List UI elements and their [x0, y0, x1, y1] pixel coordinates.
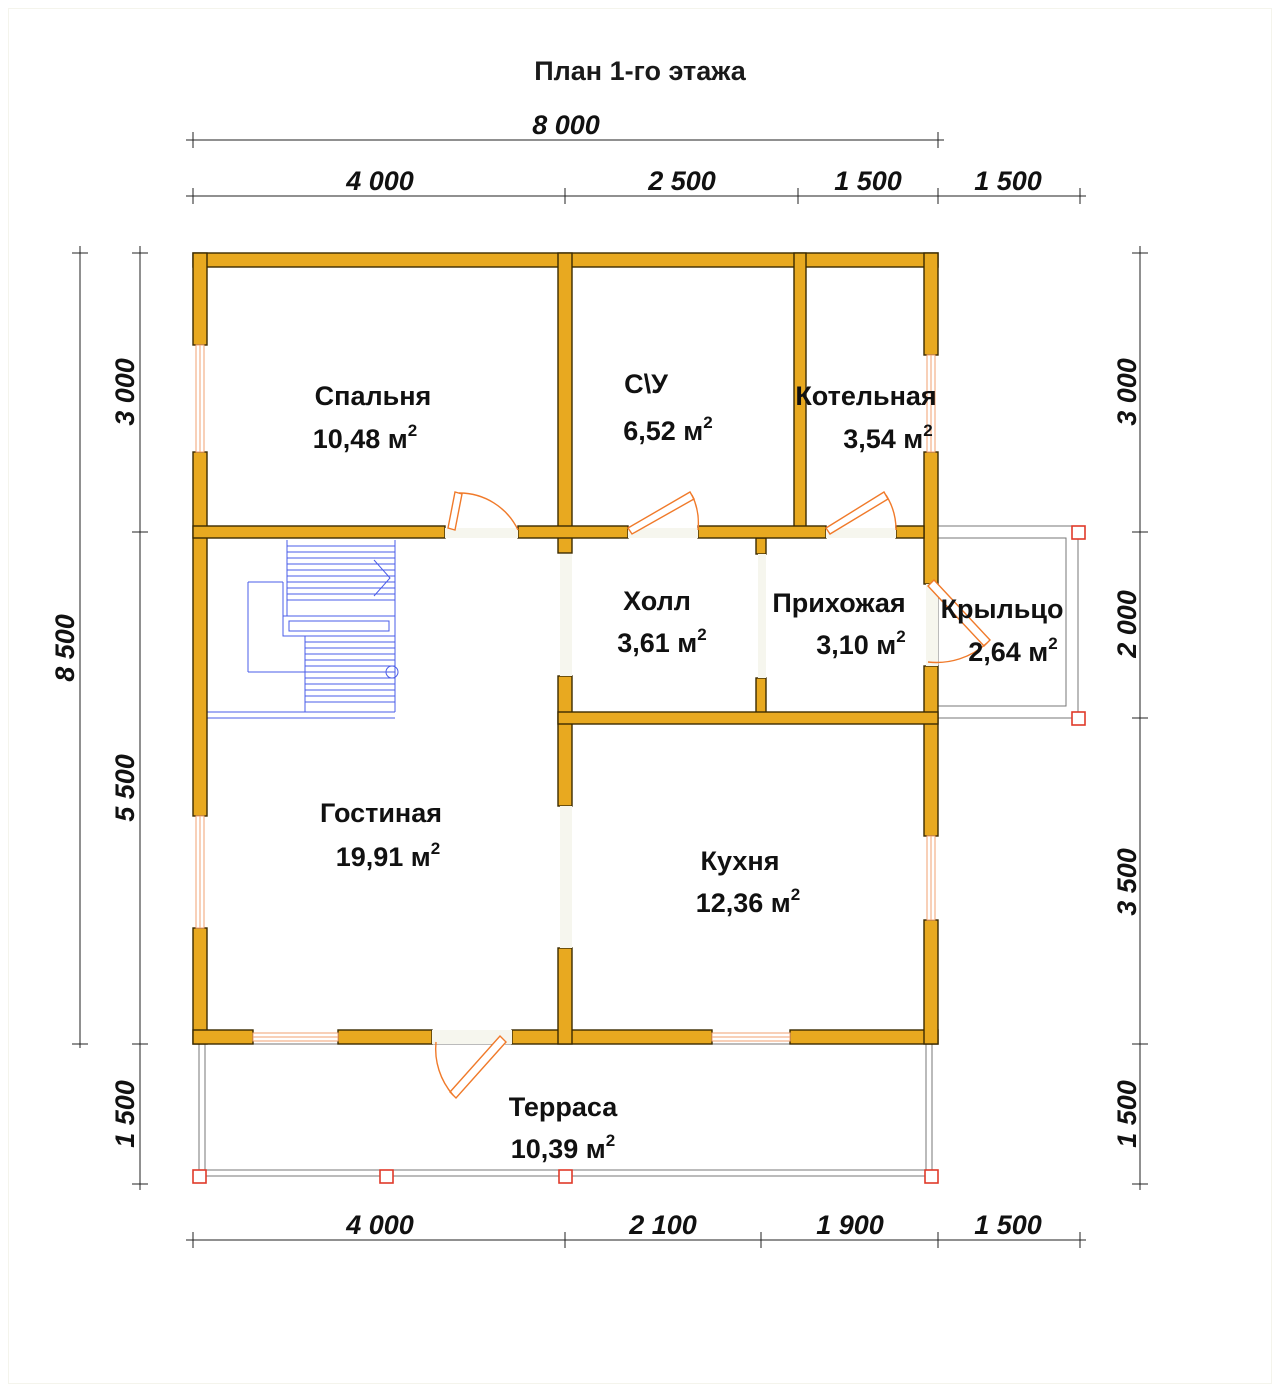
room-area: 6,52 м2	[623, 413, 713, 446]
dim-top-2: 2 500	[647, 166, 716, 196]
room-name: Прихожая	[772, 588, 905, 618]
room-area: 3,54 м2	[843, 421, 933, 454]
post	[1071, 525, 1086, 540]
dim-bottom-4: 1 500	[974, 1210, 1042, 1240]
room-name: Холл	[623, 586, 691, 616]
post	[924, 1169, 939, 1184]
room-name: С\У	[624, 369, 669, 399]
room-name: Котельная	[795, 381, 936, 411]
windows	[195, 344, 936, 1042]
drawing-frame	[8, 8, 1272, 1384]
openings	[432, 528, 938, 1044]
dim-right-1: 3 000	[1112, 358, 1142, 426]
room-name: Крыльцо	[941, 594, 1064, 624]
room-kuhnya: Кухня 12,36 м2	[696, 846, 801, 918]
room-name: Терраса	[509, 1092, 619, 1122]
post	[558, 1169, 573, 1184]
dim-bottom-3: 1 900	[816, 1210, 884, 1240]
dim-left-total: 8 500	[50, 614, 80, 682]
room-name: Спальня	[315, 381, 432, 411]
post	[379, 1169, 394, 1184]
room-area: 2,64 м2	[968, 634, 1058, 667]
dim-top-total: 8 000	[532, 110, 600, 140]
dim-top-3: 1 500	[834, 166, 902, 196]
dimension-lines	[72, 132, 1148, 1248]
room-terrasa: Терраса 10,39 м2	[509, 1092, 619, 1164]
room-area: 3,10 м2	[816, 627, 906, 660]
dim-right-3: 3 500	[1112, 848, 1142, 916]
room-su: С\У 6,52 м2	[623, 369, 713, 446]
room-name: Кухня	[701, 846, 780, 876]
post	[192, 1169, 207, 1184]
room-kotelnaya: Котельная 3,54 м2	[795, 381, 936, 454]
plan-title: План 1-го этажа	[534, 56, 747, 86]
room-area: 3,61 м2	[617, 625, 707, 658]
dim-right-2: 2 000	[1112, 590, 1142, 659]
post	[1071, 711, 1086, 726]
dim-right-4: 1 500	[1112, 1080, 1142, 1148]
walls	[192, 252, 939, 1045]
dim-bottom-2: 2 100	[628, 1210, 697, 1240]
dim-top-4: 1 500	[974, 166, 1042, 196]
room-krylco: Крыльцо 2,64 м2	[941, 594, 1064, 667]
room-area: 12,36 м2	[696, 885, 801, 918]
dim-left-3: 1 500	[110, 1080, 140, 1148]
room-area: 19,91 м2	[336, 839, 441, 872]
dim-top-1: 4 000	[345, 166, 414, 196]
posts	[192, 525, 1086, 1184]
room-prihozhaya: Прихожая 3,10 м2	[772, 588, 905, 660]
dim-left-1: 3 000	[110, 358, 140, 426]
room-holl: Холл 3,61 м2	[617, 586, 707, 658]
room-gostinaya: Гостиная 19,91 м2	[320, 798, 442, 872]
room-spalnya: Спальня 10,48 м2	[313, 381, 432, 454]
dim-left-2: 5 500	[110, 754, 140, 822]
staircase	[205, 540, 399, 719]
room-name: Гостиная	[320, 798, 442, 828]
room-area: 10,39 м2	[511, 1131, 616, 1164]
dim-bottom-1: 4 000	[345, 1210, 414, 1240]
room-area: 10,48 м2	[313, 421, 418, 454]
doors	[434, 491, 991, 1100]
